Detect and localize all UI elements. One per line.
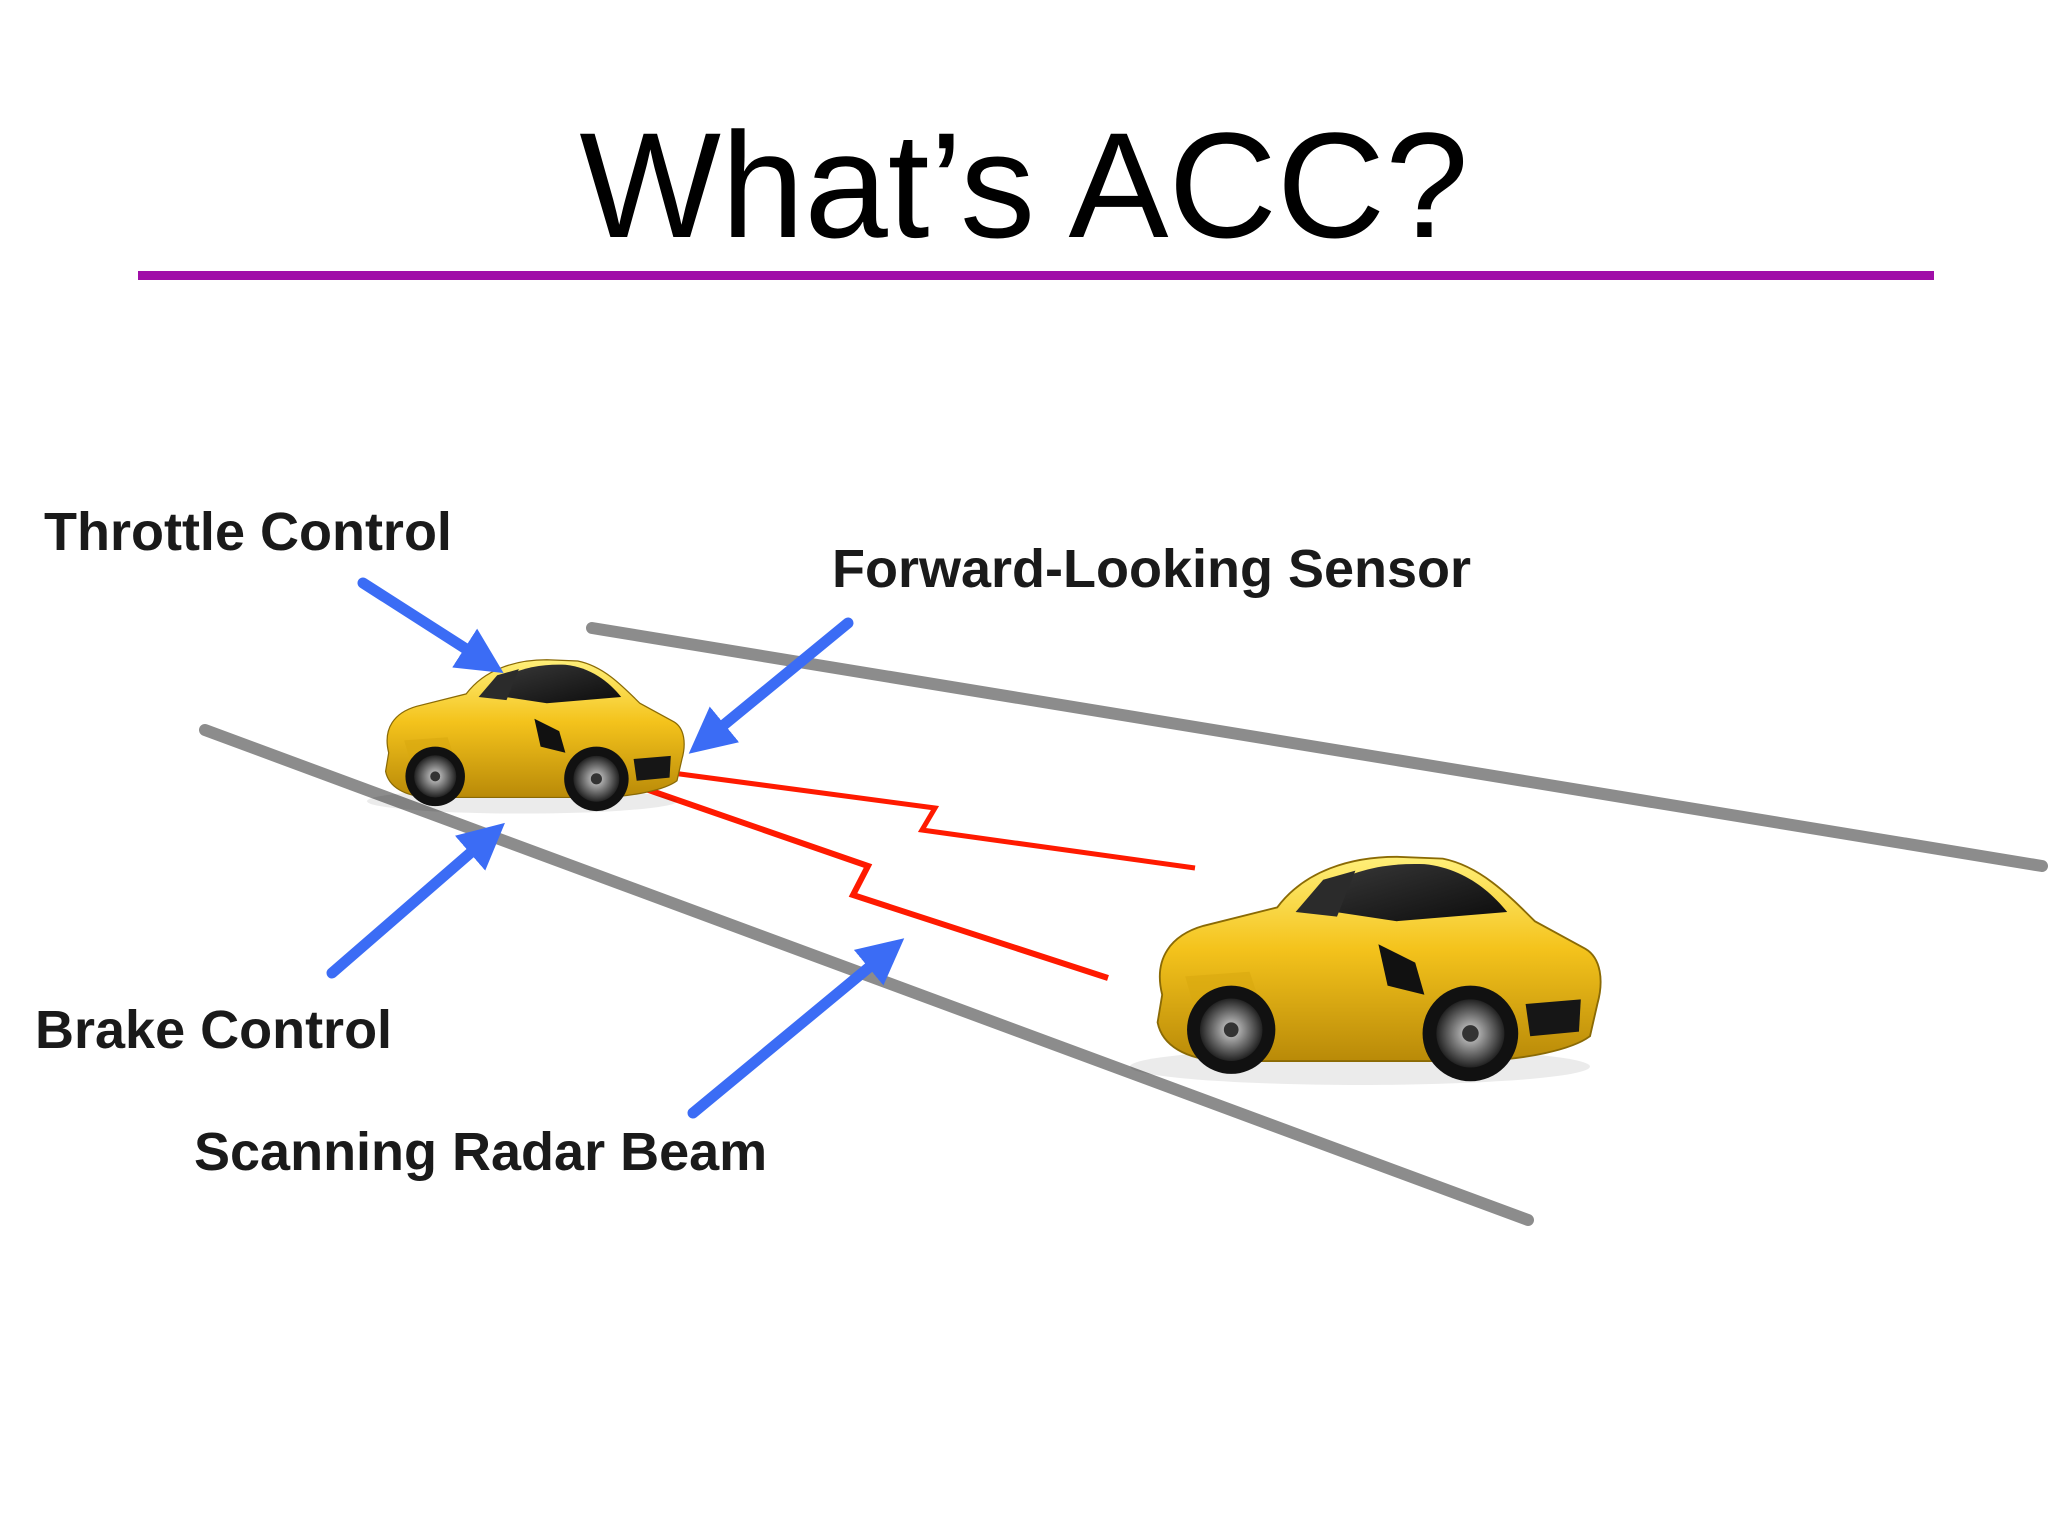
callout-arrows	[326, 577, 905, 1119]
radar-beam-lower	[639, 784, 1109, 981]
throttle-control-label: Throttle Control	[44, 502, 452, 562]
sports-car-icon	[366, 659, 685, 815]
brake-control-label: Brake Control	[35, 1000, 392, 1060]
radar-arrow	[687, 938, 905, 1119]
sensor-arrow	[688, 617, 854, 754]
sports-car-icon	[1129, 855, 1602, 1086]
lane-line-far	[586, 622, 2048, 872]
forward-sensor-label: Forward-Looking Sensor	[832, 539, 1471, 599]
title-underline	[138, 271, 1934, 280]
radar-beam	[639, 769, 1196, 981]
throttle-arrow	[357, 577, 504, 673]
brake-arrow	[326, 822, 505, 979]
radar-beam-upper	[664, 769, 1196, 871]
callout-labels: Throttle Control Forward-Looking Sensor …	[35, 502, 1471, 1182]
radar-beam-label: Scanning Radar Beam	[194, 1122, 767, 1182]
slide-title: What’s ACC?	[579, 101, 1469, 269]
